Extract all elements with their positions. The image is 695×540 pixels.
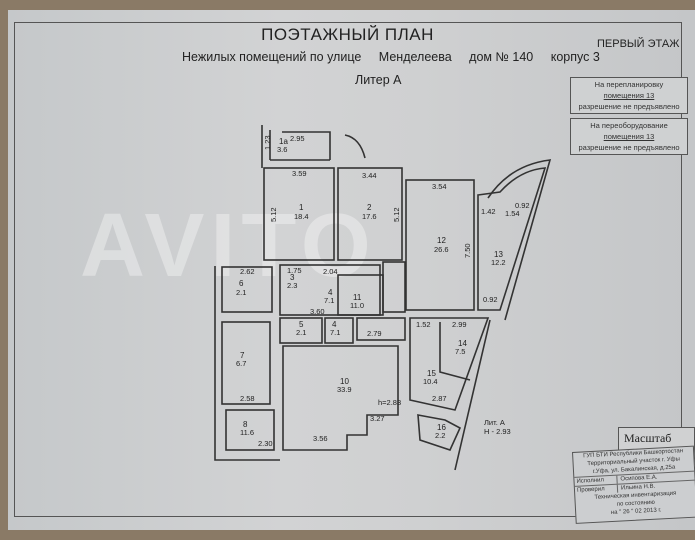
dim: 3.60: [310, 307, 325, 316]
room-7-area: 2.1: [236, 288, 246, 297]
dim: 0.92: [515, 201, 530, 210]
dim: 5.12: [269, 207, 278, 222]
room-1a-area: 3.6: [277, 145, 287, 154]
room-3-no: 3: [290, 273, 295, 282]
dim: 2.04: [323, 267, 338, 276]
room-7-no: 6: [239, 279, 244, 288]
floor-label: ПЕРВЫЙ ЭТАЖ: [597, 38, 680, 50]
reequipment-stamp: На переоборудование помещения 13 разреше…: [570, 118, 688, 155]
room-12-area: 26.6: [434, 245, 449, 254]
room-14-no: 14: [458, 339, 467, 348]
subtitle-street: Менделеева: [378, 50, 452, 64]
room-5-area: 7.1: [330, 328, 340, 337]
room-9-area: 11.6: [240, 428, 254, 437]
stamp-line: помещения 13: [603, 91, 655, 100]
stamp-line: На перепланировку: [594, 80, 664, 89]
liter-label: Литер А: [355, 73, 402, 87]
watermark: AVITO: [80, 196, 377, 296]
stamp-line: На переоборудование: [590, 121, 668, 130]
room-1a-no: 1а: [279, 137, 288, 146]
dim: 1.52: [416, 320, 431, 329]
room-16-no: 16: [437, 423, 446, 432]
replanning-stamp: На перепланировку помещения 13 разрешени…: [570, 77, 688, 114]
room-1-no: 1: [299, 203, 304, 212]
room-16-area: 2.2: [435, 431, 445, 440]
subtitle-building: корпус 3: [550, 50, 600, 64]
room-8-area: 6.7: [236, 359, 246, 368]
room-8-no: 7: [240, 351, 245, 360]
dim: 2.79: [367, 329, 382, 338]
stamp-line: разрешение не предъявлено: [578, 102, 680, 111]
drawing-frame: [14, 22, 682, 517]
dim: 2.62: [240, 267, 255, 276]
subtitle-house: дом № 140: [469, 50, 534, 64]
dim: 1.75: [287, 266, 302, 275]
room-14-area: 7.5: [455, 347, 465, 356]
room-4-area: 7.1: [324, 296, 334, 305]
room-2-area: 17.6: [362, 212, 377, 221]
stamp-line: разрешение не предъявлено: [578, 143, 680, 152]
room-2-no: 2: [367, 203, 372, 212]
dim: 2.58: [240, 394, 255, 403]
dim: 3.59: [292, 169, 307, 178]
title-block: ГУП БТИ Республики Башкортостан Территор…: [572, 445, 695, 524]
document-title: ПОЭТАЖНЫЙ ПЛАН: [261, 25, 434, 44]
dim: 3.27: [370, 414, 385, 423]
document-subtitle: Нежилых помещений по улице Менделеева до…: [182, 50, 614, 64]
dim: 1.42: [481, 207, 496, 216]
room-15-no: 15: [427, 369, 436, 378]
room-13-area: 12.2: [491, 258, 506, 267]
room-5-no: 4: [332, 320, 337, 329]
dim: 3.54: [432, 182, 447, 191]
dim: 2.30: [258, 439, 273, 448]
dim: h=2.83: [378, 398, 401, 407]
dim: 0.92: [483, 295, 498, 304]
room-11-area: 11.0: [350, 301, 364, 310]
dim: 1.54: [505, 209, 520, 218]
room-4-no: 4: [328, 288, 333, 297]
dim: 3.56: [313, 434, 328, 443]
room-1-area: 18.4: [294, 212, 309, 221]
subtitle-prefix: Нежилых помещений по улице: [182, 50, 362, 64]
dim: 7.50: [463, 243, 472, 258]
liter-note-height: Н - 2.93: [484, 427, 511, 436]
dim: 2.87: [432, 394, 447, 403]
dim: 1.23: [263, 135, 272, 150]
dim: 5.12: [392, 207, 401, 222]
room-6-area: 2.1: [296, 328, 306, 337]
dim: 2.99: [452, 320, 467, 329]
dim: 2.95: [290, 134, 305, 143]
room-6-no: 5: [299, 320, 304, 329]
room-13-no: 13: [494, 250, 503, 259]
liter-note-label: Лит. А: [484, 418, 505, 427]
room-3-area: 2.3: [287, 281, 297, 290]
room-9-no: 8: [243, 420, 248, 429]
room-15-area: 10.4: [423, 377, 438, 386]
room-10-area: 33.9: [337, 385, 352, 394]
room-10-no: 10: [340, 377, 349, 386]
stamp-line: помещения 13: [603, 132, 655, 141]
room-11-no: 11: [353, 293, 362, 302]
dim: 3.44: [362, 171, 377, 180]
room-12-no: 12: [437, 236, 446, 245]
